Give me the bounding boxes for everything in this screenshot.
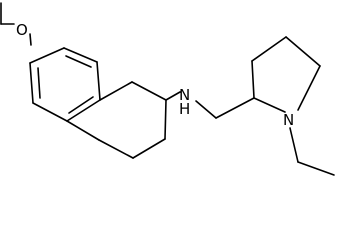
bond-c4-c8: [99, 81, 133, 101]
pyrrolidine-ring: [251, 36, 321, 113]
bond-ethyl-ch3: [297, 161, 335, 176]
aromatic-ring: [29, 47, 101, 122]
methoxy-group: [0, 2, 32, 46]
amine-hydrogen-label: H: [179, 100, 190, 118]
bond-c1-c2: [29, 47, 65, 64]
double-bond-inner-2: [68, 96, 94, 114]
bond-p3-p4: [285, 36, 321, 67]
double-bond-inner-1: [65, 55, 92, 68]
bond-n-ethyl: [289, 127, 299, 163]
bond-p1-p2: [251, 60, 255, 99]
bond-c9-c10: [164, 99, 167, 140]
bond-p2-p3: [251, 36, 287, 62]
ethyl-group: [289, 127, 335, 176]
oxygen-label: O: [16, 21, 28, 39]
pyrrolidine-nitrogen-label: N: [283, 111, 294, 129]
bond-c5-c6: [32, 102, 68, 122]
bond-c8-c9: [131, 81, 167, 101]
bond-c11-c12: [98, 139, 134, 159]
bond-n-p1: [253, 97, 286, 113]
bond-c3-c4: [96, 61, 101, 101]
bond-c9-n: [165, 91, 181, 101]
bond-c2-c3: [63, 47, 98, 63]
chemical-structure: O N H N: [0, 2, 335, 176]
bond-o-aromatic: [29, 33, 32, 46]
double-bond-inner-3: [37, 67, 41, 99]
bond-c12-c5: [66, 120, 100, 141]
saturated-ring: [66, 81, 167, 159]
amine-linker: [165, 91, 255, 119]
bond-c4-c5: [66, 99, 101, 122]
amine-nitrogen-label: N: [179, 86, 190, 104]
bond-p4-n: [297, 65, 321, 111]
bond-c6-c1: [29, 62, 34, 104]
bond-ch2-pyrrolidine: [215, 97, 255, 119]
bond-n-ch2: [195, 100, 217, 119]
bond-c10-c11: [132, 138, 166, 159]
